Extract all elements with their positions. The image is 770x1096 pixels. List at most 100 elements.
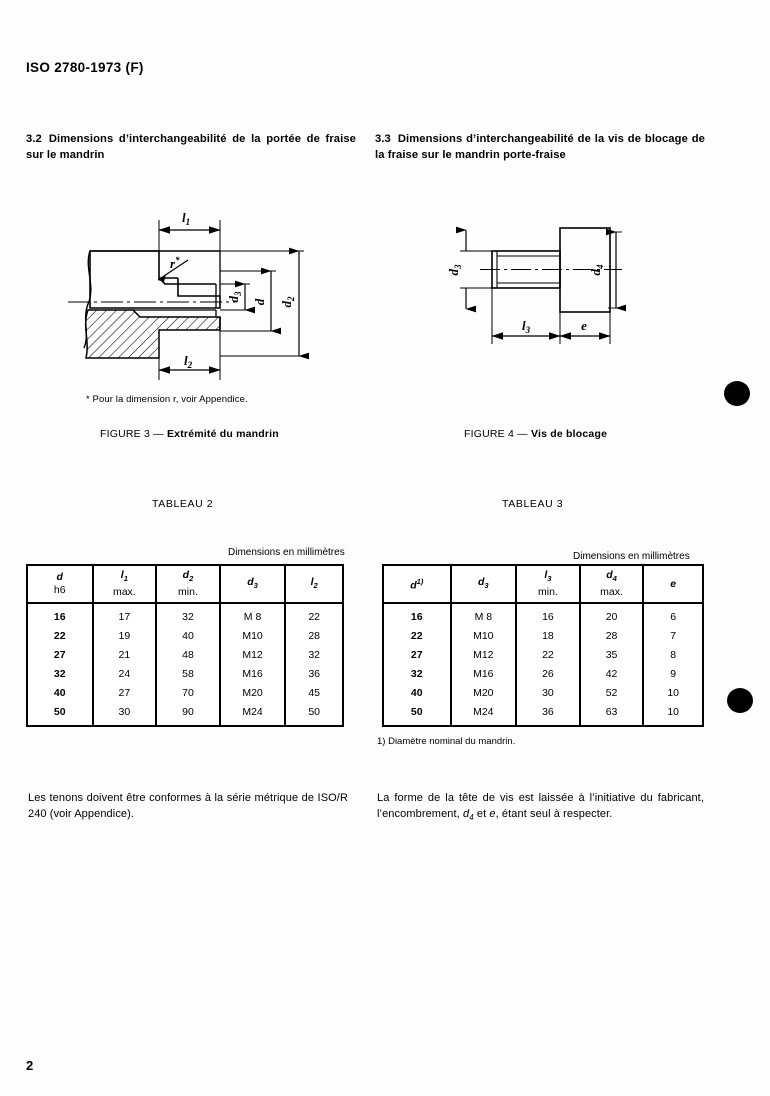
table-row: 16 17 32 M 8 22 <box>26 603 344 626</box>
tableau-2-title: TABLEAU 2 <box>152 498 214 510</box>
cell: 50 <box>284 702 344 727</box>
cell: M16 <box>449 664 518 683</box>
figure3-label-d3: d3 <box>226 291 243 303</box>
tableau-2-body: 16 17 32 M 8 22 22 19 40 M10 28 27 21 48… <box>26 603 344 727</box>
cell: M12 <box>218 645 287 664</box>
cell: 22 <box>515 645 581 664</box>
paragraph-right-symbol-d4: d4 <box>462 808 474 823</box>
tableau-2-units-note: Dimensions en millimètres <box>228 547 345 558</box>
table-row: 27 21 48 M12 32 <box>26 645 344 664</box>
cell: M24 <box>449 702 518 727</box>
figure4-label-d3: d3 <box>446 264 463 276</box>
cell: 17 <box>91 603 158 626</box>
cell: 27 <box>26 645 94 664</box>
figure-3-caption: FIGURE 3 — Extrémité du mandrin <box>100 428 279 440</box>
cell: 30 <box>515 683 581 702</box>
tableau-3-units-note: Dimensions en millimètres <box>573 551 690 562</box>
cell: 32 <box>284 645 344 664</box>
cell: 26 <box>515 664 581 683</box>
margin-dot-lower <box>727 688 753 713</box>
cell: 35 <box>578 645 645 664</box>
cell: M12 <box>449 645 518 664</box>
cell: 90 <box>155 702 221 727</box>
paragraph-left: Les tenons doivent être conformes à la s… <box>28 792 348 820</box>
figure4-label-l3: l3 <box>522 318 531 335</box>
document-header: ISO 2780-1973 (F) <box>26 60 144 75</box>
tableau-3-col-d3: d3 <box>449 564 518 604</box>
table-row: 32 M16 26 42 9 <box>382 664 704 683</box>
figure4-label-d4: d4 <box>588 264 605 276</box>
cell: 22 <box>26 626 94 645</box>
figure3-label-l2: l2 <box>184 353 193 370</box>
cell: 27 <box>91 683 158 702</box>
table-row: 22 M10 18 28 7 <box>382 626 704 645</box>
cell: M20 <box>218 683 287 702</box>
cell: 58 <box>155 664 221 683</box>
figure3-label-d: d <box>252 298 267 305</box>
figure3-label-d2: d2 <box>279 296 296 308</box>
figure3-label-r: r* <box>170 255 180 271</box>
figure-3-drawing: l1 l2 r* d3 d d2 <box>60 198 380 388</box>
cell: 50 <box>26 702 94 727</box>
table-row: 22 19 40 M10 28 <box>26 626 344 645</box>
cell: 16 <box>382 603 452 626</box>
cell: 22 <box>382 626 452 645</box>
tableau-3-col-d: d1) <box>382 564 452 604</box>
figure-3-caption-text: Extrémité du mandrin <box>166 428 279 440</box>
cell: 16 <box>26 603 94 626</box>
table-row: 32 24 58 M16 36 <box>26 664 344 683</box>
figure-3-caption-label: FIGURE 3 — <box>100 428 164 440</box>
figure-4-caption: FIGURE 4 — Vis de blocage <box>464 428 607 440</box>
tableau-2-col-l2: l2 <box>284 564 344 604</box>
section-number-3-2: 3.2 <box>26 133 42 145</box>
cell: M20 <box>449 683 518 702</box>
cell: 10 <box>642 683 704 702</box>
page-number: 2 <box>26 1058 34 1073</box>
cell: 50 <box>382 702 452 727</box>
cell: M 8 <box>218 603 287 626</box>
paragraph-right-part2: et <box>473 808 490 820</box>
cell: 28 <box>578 626 645 645</box>
cell: 40 <box>26 683 94 702</box>
table-row: 50 30 90 M24 50 <box>26 702 344 727</box>
section-title-3-3: Dimensions d’interchangeabilité de la vi… <box>375 133 705 161</box>
cell: 22 <box>284 603 344 626</box>
cell: 8 <box>642 645 704 664</box>
figure3-label-l1: l1 <box>182 210 190 227</box>
paragraph-right-part3: , étant seul à respecter. <box>495 808 613 820</box>
cell: M10 <box>449 626 518 645</box>
cell: 52 <box>578 683 645 702</box>
cell: 27 <box>382 645 452 664</box>
margin-dot-upper <box>724 381 750 406</box>
cell: M10 <box>218 626 287 645</box>
figure4-label-e: e <box>581 318 587 333</box>
cell: 40 <box>155 626 221 645</box>
cell: 28 <box>284 626 344 645</box>
figure-3-footnote: * Pour la dimension r, voir Appendice. <box>86 394 248 405</box>
table-row: 27 M12 22 35 8 <box>382 645 704 664</box>
cell: 7 <box>642 626 704 645</box>
cell: 70 <box>155 683 221 702</box>
section-number-3-3: 3.3 <box>375 133 391 145</box>
figure-4-drawing: d3 d4 l3 e <box>440 218 720 353</box>
paragraph-right-symbol-e: e <box>489 808 496 820</box>
cell: 30 <box>91 702 158 727</box>
cell: 32 <box>155 603 221 626</box>
locking-screw-svg: d3 d4 l3 e <box>446 226 627 344</box>
cell: 9 <box>642 664 704 683</box>
cell: M 8 <box>449 603 518 626</box>
cell: 16 <box>515 603 581 626</box>
cell: 48 <box>155 645 221 664</box>
cell: 36 <box>284 664 344 683</box>
section-title-3-2: Dimensions d’interchangeabilité de la po… <box>26 133 356 161</box>
